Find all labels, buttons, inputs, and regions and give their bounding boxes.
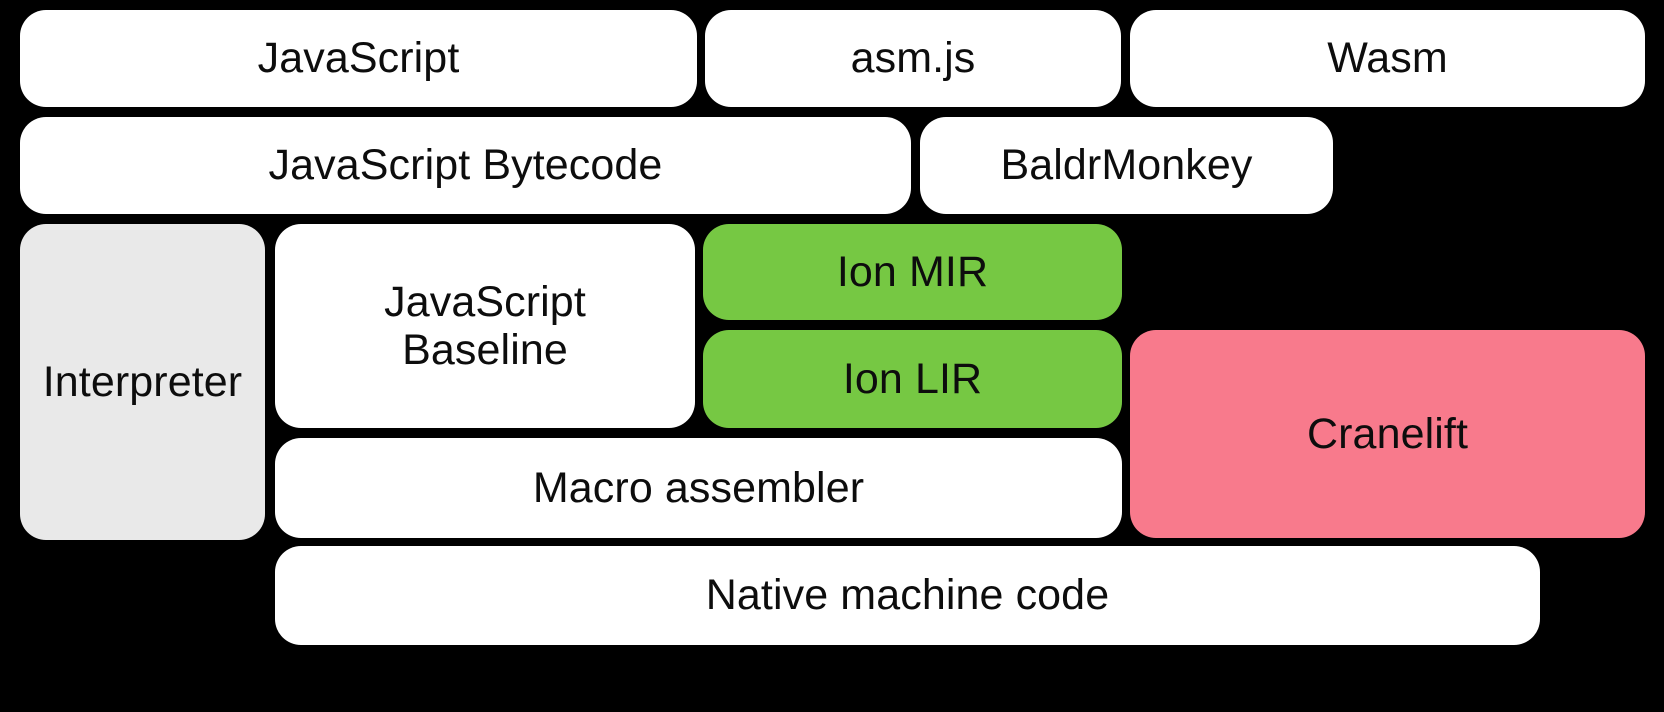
- box-javascript-baseline[interactable]: JavaScript Baseline: [275, 224, 695, 428]
- box-interpreter[interactable]: Interpreter: [20, 224, 265, 540]
- box-wasm[interactable]: Wasm: [1130, 10, 1645, 107]
- box-ion-mir[interactable]: Ion MIR: [703, 224, 1122, 320]
- box-baldrmonkey[interactable]: BaldrMonkey: [920, 117, 1333, 214]
- box-native-machine-code[interactable]: Native machine code: [275, 546, 1540, 645]
- box-cranelift[interactable]: Cranelift: [1130, 330, 1645, 538]
- box-ion-lir[interactable]: Ion LIR: [703, 330, 1122, 428]
- box-javascript-bytecode[interactable]: JavaScript Bytecode: [20, 117, 911, 214]
- box-asmjs[interactable]: asm.js: [705, 10, 1121, 107]
- box-javascript[interactable]: JavaScript: [20, 10, 697, 107]
- box-macro-assembler[interactable]: Macro assembler: [275, 438, 1122, 538]
